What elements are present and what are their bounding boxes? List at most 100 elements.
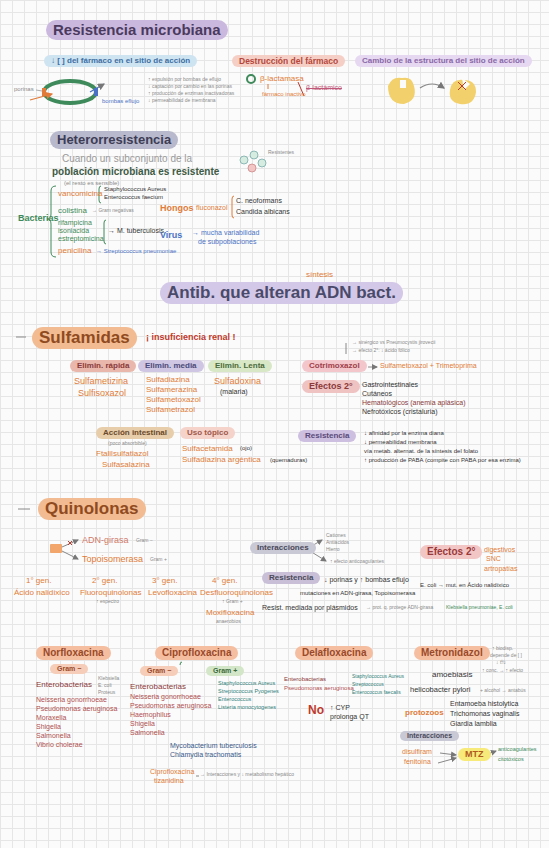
note-text: Bacterias (18, 213, 59, 223)
note-text: ↓ permeabilidad membrana (364, 439, 437, 446)
note-text: ¡ insuficiencia renal ! (146, 332, 236, 342)
header-pill: ↓ [ ] del fármaco en el sitio de acción (44, 55, 197, 67)
note-text: Proteus (98, 690, 115, 696)
note-text: ↑ producción de PABA (compite con PABA p… (364, 457, 521, 464)
header-pill: Sulfamidas (32, 327, 137, 349)
note-text: β-lactámico (306, 84, 342, 92)
cell-illustration (30, 81, 104, 103)
note-text: No (308, 704, 324, 718)
header-pill: Antib. que alteran ADN bact. (160, 282, 403, 304)
note-text: depende de [ ] (490, 653, 522, 659)
pill-text: MTZ (465, 749, 484, 759)
note-text: Shigella (130, 720, 155, 728)
note-text: porinas (14, 86, 34, 93)
pill-text: Ciprofloxacina (162, 647, 231, 658)
note-text: Staphylococcus Aureus (352, 674, 404, 680)
pill-text: Antib. que alteran ADN bact. (167, 283, 396, 302)
pill-text: Uso tópico (187, 428, 228, 437)
note-text: Klebsiella pneumoniae, E. coli (446, 605, 513, 611)
pill-text: Interacciones (257, 543, 309, 552)
header-pill: Quinolonas (38, 498, 146, 520)
note-text: ↑ CYP (330, 704, 350, 712)
note-text: Streptococcus (352, 682, 384, 688)
note-text: Cationes (326, 533, 346, 539)
note-text: Listeria monocytogenes (218, 704, 276, 710)
note-text: rifampicina (58, 219, 92, 227)
note-text: SNC (486, 555, 501, 563)
note-text: bombas eflujo (102, 98, 139, 105)
note-text: Chlamydia trachomatis (170, 751, 241, 759)
pill-text: Elimin. rápida (77, 361, 129, 370)
note-text: Vibrio cholerae (36, 741, 83, 749)
pill-text: Cambio de la estructura del sitio de acc… (362, 56, 525, 65)
note-text: Streptococcus Pyogenes (218, 688, 279, 694)
note-text: Moxifloxacina (206, 608, 254, 617)
note-text: (poco absorbible) (108, 441, 147, 447)
note-text: amoebiasis (432, 670, 472, 679)
note-text: Gastrointestinales (362, 381, 418, 389)
pill-text: Delafloxacina (302, 647, 366, 658)
note-text: ↓ porinas y ↑ bombas eflujo (324, 576, 409, 584)
title-text: Resistencia microbiana (53, 21, 221, 38)
note-text: 3° gen. (152, 576, 177, 585)
note-text: → Interacciones y ↓ metabolismo hepático (200, 772, 294, 778)
note-text: Shigella (36, 723, 61, 731)
note-text: digestivos (484, 546, 515, 554)
header-pill: Norfloxacina (36, 646, 111, 660)
note-text: Pseudomonas aeruginosa (284, 685, 354, 692)
header-pill: Interacciones (400, 731, 459, 741)
header-pill: Elimin. rápida (70, 360, 136, 372)
header-pill: Heterorresistencia (50, 131, 178, 149)
note-text: (el resto es sensible) (64, 180, 119, 187)
note-text: → prot. q. protege ADN-girasa (366, 605, 433, 611)
note-text: Sulfametizina (74, 376, 128, 386)
note-text: prolonga QT (330, 713, 369, 721)
pill-text: Gram − (147, 667, 171, 674)
note-text: ↓ captación por cambio en las porinas (148, 84, 232, 90)
note-text: mutaciones en ADN-girasa, Topoisomerasa (300, 590, 415, 597)
note-text: Enterobacterias (130, 682, 186, 691)
note-text: → sinérgico vs Pneumocystis jirovecii (352, 340, 435, 346)
note-text: Pseudomonas aeruginosa (36, 705, 117, 713)
header-pill: Uso tópico (180, 427, 235, 439)
note-text: Haemophilus (130, 711, 171, 719)
note-text: tizanidina (154, 777, 184, 785)
header-pill: Elimin. Lenta (208, 360, 272, 372)
note-text: fármaco inactivo (262, 91, 306, 98)
header-pill: MTZ (458, 748, 491, 761)
note-text: (ojo) (240, 445, 252, 452)
note-text: Sulfametrazol (146, 405, 195, 414)
note-text: Enterococcus (218, 696, 251, 702)
pill-text: Destrucción del fármaco (239, 56, 338, 66)
header-pill: Resistencia (262, 572, 320, 584)
note-text: Desfluoroquinolonas (200, 588, 273, 597)
note-text: + alcohol → antabús (480, 688, 526, 694)
note-text: ↑ expulsión por bombas de eflujo (148, 77, 221, 83)
header-pill: Cambio de la estructura del sitio de acc… (355, 55, 532, 67)
note-text: Staphylococcus Aureus (104, 186, 166, 193)
header-pill: Gram − (140, 666, 178, 676)
note-text: Ciprofloxacina (150, 768, 194, 776)
note-text: Virus (160, 230, 182, 240)
header-pill: Gram − (50, 664, 88, 674)
note-text: Trichomonas vaginalis (450, 710, 519, 718)
note-text: artropatías (484, 565, 517, 573)
note-text: ↑ producción de enzimas inactivadoras (148, 91, 234, 97)
note-text: Sulfadoxina (214, 376, 261, 386)
note-text: Enterobacterias (36, 680, 92, 689)
note-text: población microbiana es resistente (52, 166, 219, 178)
pill-text: Norfloxacina (43, 647, 104, 658)
note-text: penicilina (58, 246, 91, 255)
note-text: (quemaduras) (270, 457, 307, 464)
note-text: Sulfadiazina argéntica (182, 455, 261, 464)
pill-text: Elimin. Lenta (215, 361, 265, 370)
pill-text: Acción intestinal (103, 428, 167, 437)
note-text: de subpoblaciones (198, 238, 256, 246)
pill-text: Heterorresistencia (57, 132, 171, 147)
pill-text: Interacciones (407, 732, 452, 739)
note-text: ↓ t½ (496, 660, 505, 666)
pill-text: Efectos 2° (309, 381, 353, 391)
note-text: helicobacter pylori (410, 686, 470, 695)
note-text: Sulfisoxazol (78, 388, 126, 398)
